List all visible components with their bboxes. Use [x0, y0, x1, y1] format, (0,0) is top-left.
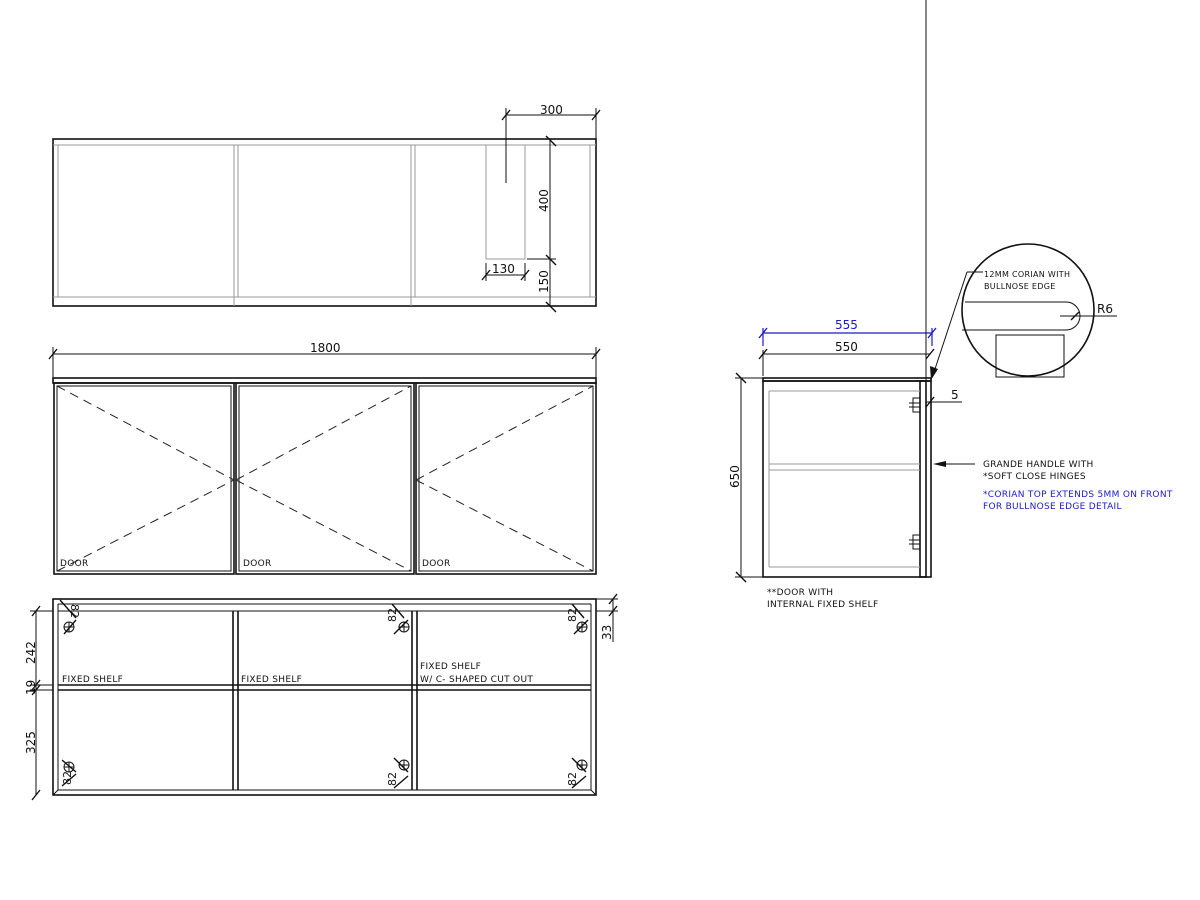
dim-130: 130 — [492, 262, 515, 276]
top-view: 300 400 150 130 — [52, 103, 601, 313]
shelf-label-3: FIXED SHELF — [420, 662, 481, 672]
dim-19: 19 — [24, 680, 38, 695]
bullnose-detail: R6 12MM CORIAN WITH BULLNOSE EDGE — [930, 243, 1117, 380]
door-label-1: DOOR — [60, 559, 89, 569]
dim-150: 150 — [537, 270, 551, 293]
hinge-dim: 82 — [61, 771, 74, 785]
hinge-dim: 82 — [566, 772, 579, 786]
hinge-dim: 82 — [566, 608, 579, 622]
dim-300: 300 — [540, 103, 563, 117]
internal-view: FIXED SHELF FIXED SHELF FIXED SHELF W/ C… — [24, 593, 618, 801]
hinge-icon — [909, 534, 921, 550]
dim-5: 5 — [951, 388, 959, 402]
detail-label-1: 12MM CORIAN WITH — [984, 270, 1070, 279]
hinge-marker-icon: 82 — [386, 603, 410, 635]
hinge-dim: 82 — [386, 772, 399, 786]
side-view: 555 550 650 — [728, 0, 1173, 610]
hinge-dim: 82 — [68, 604, 81, 618]
note-door-1: **DOOR WITH — [767, 588, 833, 598]
note-handle-2: *SOFT CLOSE HINGES — [983, 472, 1086, 482]
hinge-marker-icon: 82 — [386, 757, 410, 789]
front-view: 1800 DOOR DOOR DOOR — [48, 341, 601, 575]
hinge-marker-icon: 82 — [61, 759, 77, 787]
door-label-2: DOOR — [243, 559, 272, 569]
shelf-label-3-sub: W/ C- SHAPED CUT OUT — [420, 675, 533, 685]
detail-label-2: BULLNOSE EDGE — [984, 282, 1056, 291]
hinge-dim: 82 — [386, 608, 399, 622]
arrow-icon — [933, 461, 946, 467]
note-corian-2: FOR BULLNOSE EDGE DETAIL — [983, 502, 1122, 512]
dim-r6: R6 — [1097, 302, 1113, 316]
note-door-2: INTERNAL FIXED SHELF — [767, 600, 878, 610]
shelf-label-1: FIXED SHELF — [62, 675, 123, 685]
dim-550: 550 — [835, 340, 858, 354]
hinge-marker-icon: 82 — [59, 599, 81, 635]
hinge-icon — [909, 397, 921, 413]
dim-555: 555 — [835, 318, 858, 332]
dim-33: 33 — [600, 625, 614, 640]
leader-arrow-icon — [930, 366, 938, 380]
dim-400: 400 — [537, 189, 551, 212]
dim-242: 242 — [24, 641, 38, 664]
door-label-3: DOOR — [422, 559, 451, 569]
note-corian-1: *CORIAN TOP EXTENDS 5MM ON FRONT — [983, 490, 1173, 500]
dim-325: 325 — [24, 731, 38, 754]
shelf-label-2: FIXED SHELF — [241, 675, 302, 685]
dim-650: 650 — [728, 465, 742, 488]
note-handle-1: GRANDE HANDLE WITH — [983, 460, 1094, 470]
hinge-marker-icon: 82 — [566, 757, 588, 789]
dim-1800: 1800 — [310, 341, 341, 355]
hinge-marker-icon: 82 — [566, 603, 589, 635]
